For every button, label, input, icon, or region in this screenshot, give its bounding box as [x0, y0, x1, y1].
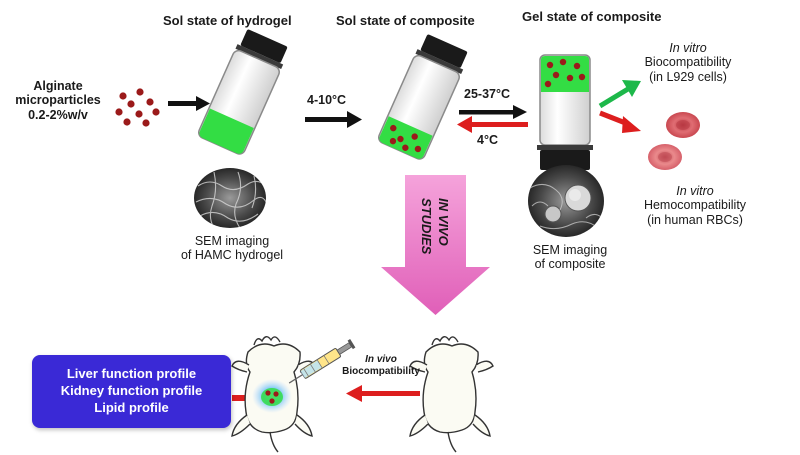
heading-sol-hydrogel: Sol state of hydrogel — [163, 13, 292, 28]
red-blood-cells — [648, 112, 700, 170]
in-vivo-studies-line2: STUDIES — [419, 198, 434, 255]
vial-sol-composite — [377, 34, 468, 160]
sem-hydrogel-line2: of HAMC hydrogel — [180, 248, 284, 263]
alginate-label: Alginate microparticles 0.2-2%w/v — [6, 79, 110, 122]
arrow-to-hydrogel — [168, 96, 210, 111]
vial-sol-hydrogel — [197, 29, 288, 155]
in-vivo-biocompat-label: In vivo Biocompatibility — [336, 354, 426, 377]
sem-image-hydrogel — [194, 168, 266, 228]
hemocompat-line1: In vitro — [676, 184, 714, 198]
biocompat-line1: In vitro — [669, 41, 707, 55]
sem-composite-line2: of composite — [534, 257, 606, 272]
arrow-to-hemocompat — [599, 110, 641, 133]
summary-liver: Liver function profile — [66, 366, 197, 382]
temp-cold: 4°C — [477, 133, 498, 147]
biocompat-line2: Biocompatibility — [644, 55, 732, 70]
rat-treated — [231, 336, 316, 453]
summary-kidney: Kidney function profile — [60, 383, 203, 399]
alginate-line2: microparticles — [15, 93, 101, 108]
arrow-cooling — [305, 111, 362, 128]
alginate-line1: Alginate — [33, 79, 83, 93]
syringe — [288, 339, 356, 384]
biocompat-line3: (in L929 cells) — [649, 69, 727, 84]
in-vivo-studies-line1: IN VIVO — [436, 198, 451, 246]
in-vivo-line2: Biocompatibility — [342, 365, 420, 377]
temp-cooling: 4-10°C — [307, 93, 347, 107]
sem-composite-caption: SEM imaging of composite — [518, 243, 622, 272]
arrow-to-treated-rat — [346, 385, 420, 402]
arrow-warming — [459, 105, 527, 119]
hemocompat-label: In vitro Hemocompatibility (in human RBC… — [628, 184, 762, 227]
sem-hydrogel-caption: SEM imaging of HAMC hydrogel — [178, 234, 286, 263]
biocompat-label: In vitro Biocompatibility (in L929 cells… — [628, 41, 748, 84]
heading-gel-composite: Gel state of composite — [522, 9, 662, 24]
vial-gel-composite — [537, 54, 593, 170]
sem-image-composite — [528, 165, 604, 237]
in-vivo-studies-label: IN VIVO STUDIES — [404, 198, 466, 272]
summary-box: Liver function profile Kidney function p… — [32, 355, 231, 428]
temp-warming: 25-37°C — [464, 87, 510, 101]
heading-sol-composite: Sol state of composite — [336, 13, 475, 28]
hemocompat-line2: Hemocompatibility — [643, 198, 747, 213]
sem-composite-line1: SEM imaging — [532, 243, 608, 257]
arrow-cooling-back — [457, 116, 528, 133]
in-vivo-big-arrow — [381, 175, 490, 315]
summary-connector — [232, 395, 247, 401]
hemocompat-line3: (in human RBCs) — [647, 212, 743, 227]
rat-control — [409, 336, 494, 453]
alginate-particles — [115, 88, 160, 127]
in-vivo-line1: In vivo — [365, 354, 397, 365]
summary-lipid: Lipid profile — [94, 399, 169, 415]
arrow-to-biocompat — [598, 80, 641, 109]
sem-hydrogel-line1: SEM imaging — [194, 234, 270, 248]
alginate-line3: 0.2-2%w/v — [28, 107, 88, 122]
